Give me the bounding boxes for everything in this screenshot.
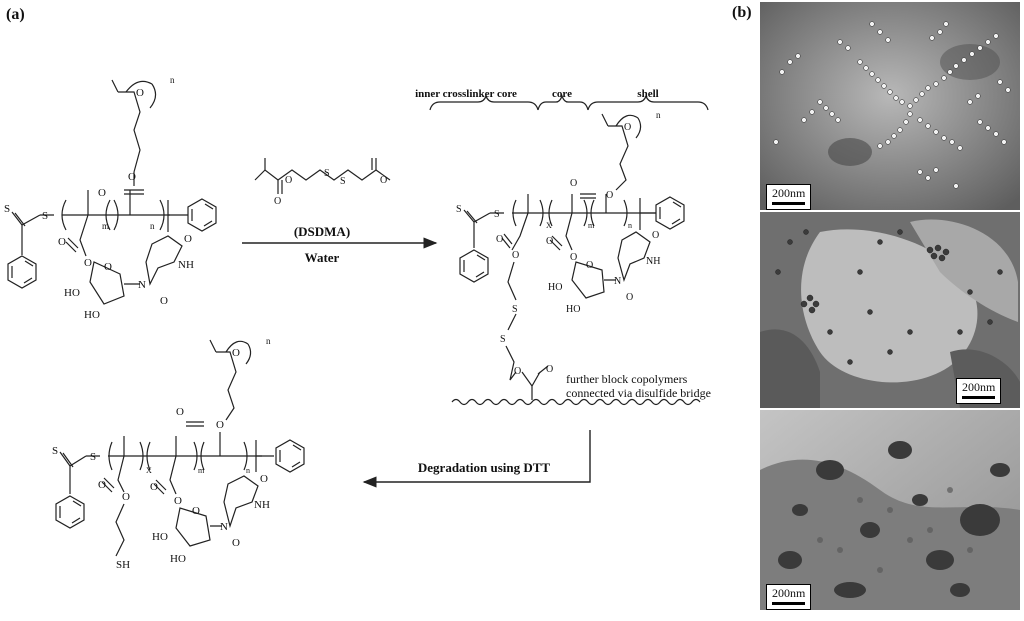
svg-text:O: O (98, 479, 106, 491)
panel-a-label: (a) (6, 6, 25, 23)
svg-text:X: X (146, 466, 152, 475)
svg-text:n: n (266, 336, 271, 346)
svg-text:O: O (58, 236, 66, 248)
svg-text:n: n (628, 221, 632, 230)
svg-text:HO: HO (84, 309, 100, 321)
svg-text:O: O (216, 419, 224, 431)
svg-text:HO: HO (548, 282, 562, 293)
svg-text:O: O (606, 190, 613, 201)
svg-text:HO: HO (152, 531, 168, 543)
brace-core: core (552, 88, 572, 100)
svg-text:NH: NH (254, 499, 270, 511)
svg-text:O: O (586, 260, 593, 271)
svg-text:O: O (626, 292, 633, 303)
svg-text:SH: SH (116, 559, 130, 571)
tem-image-3: 200nm (760, 410, 1020, 610)
svg-text:n: n (246, 466, 250, 475)
svg-text:O: O (98, 187, 106, 199)
svg-text:S: S (494, 209, 500, 220)
svg-text:O: O (184, 233, 192, 245)
structure-macro-raft: O n O O m n S S O O O HO HO N NH O (4, 75, 217, 321)
annotation-line2: connected via disulfide bridge (566, 386, 711, 400)
svg-text:m: m (102, 221, 109, 231)
svg-text:S: S (456, 204, 462, 215)
scale-bar-1: 200nm (766, 184, 812, 210)
svg-text:O: O (624, 122, 631, 133)
svg-text:n: n (150, 221, 155, 231)
svg-text:S: S (42, 210, 48, 222)
svg-text:n: n (170, 75, 175, 85)
structure-thiol: O n O O X m n S S O O SH O O O HO HO (52, 336, 305, 571)
degradation-arrow (362, 430, 591, 488)
svg-text:S: S (4, 203, 10, 215)
svg-text:S: S (512, 304, 518, 315)
svg-text:O: O (514, 366, 521, 377)
svg-text:m: m (588, 221, 595, 230)
svg-text:S: S (52, 445, 58, 457)
svg-text:O: O (570, 178, 577, 189)
svg-text:O: O (192, 505, 200, 517)
svg-text:O: O (160, 295, 168, 307)
scale-bar-3: 200nm (766, 584, 812, 610)
reaction-scheme: (a) O n O O m n S S O O O HO HO (4, 6, 711, 571)
svg-text:NH: NH (178, 259, 194, 271)
svg-text:O: O (136, 87, 144, 99)
tem-image-2: 200nm (760, 212, 1020, 408)
svg-text:S: S (500, 334, 506, 345)
structure-crosslinked: inner crosslinker core core shell O n O … (415, 88, 711, 406)
svg-text:HO: HO (170, 553, 186, 565)
svg-text:S: S (340, 176, 346, 187)
svg-text:O: O (380, 175, 387, 186)
svg-text:m: m (198, 466, 205, 475)
svg-text:O: O (128, 171, 136, 183)
svg-text:N: N (138, 279, 146, 291)
svg-text:O: O (546, 364, 553, 375)
tem-image-1: 200nm (760, 2, 1020, 210)
svg-text:O: O (104, 261, 112, 273)
brace-shell: shell (637, 88, 658, 100)
svg-text:HO: HO (64, 287, 80, 299)
svg-text:NH: NH (646, 256, 660, 267)
svg-text:X: X (546, 221, 552, 230)
svg-text:O: O (176, 406, 184, 418)
brace-inner-core: inner crosslinker core (415, 88, 517, 100)
svg-text:n: n (656, 110, 661, 120)
svg-text:S: S (324, 168, 330, 179)
svg-text:S: S (90, 451, 96, 463)
svg-text:O: O (174, 495, 182, 507)
svg-text:O: O (122, 491, 130, 503)
degradation-label: Degradation using DTT (418, 460, 551, 475)
svg-text:O: O (652, 230, 659, 241)
svg-text:O: O (274, 196, 281, 207)
scale-bar-2: 200nm (956, 378, 1002, 404)
svg-text:O: O (84, 257, 92, 269)
dsdma-structure: O S S O O (254, 158, 391, 207)
svg-text:O: O (512, 250, 519, 261)
annotation-line1: further block copolymers (566, 372, 688, 386)
svg-text:O: O (150, 481, 158, 493)
solvent-label: Water (305, 250, 340, 265)
svg-text:O: O (285, 175, 292, 186)
panel-b-label: (b) (732, 4, 752, 21)
svg-text:N: N (614, 276, 621, 287)
svg-text:O: O (496, 234, 503, 245)
svg-text:O: O (232, 347, 240, 359)
svg-text:O: O (260, 473, 268, 485)
svg-text:HO: HO (566, 304, 580, 315)
svg-text:O: O (232, 537, 240, 549)
svg-text:O: O (546, 236, 553, 247)
svg-text:N: N (220, 521, 228, 533)
svg-text:O: O (570, 252, 577, 263)
reagent-label: (DSDMA) (294, 224, 350, 239)
